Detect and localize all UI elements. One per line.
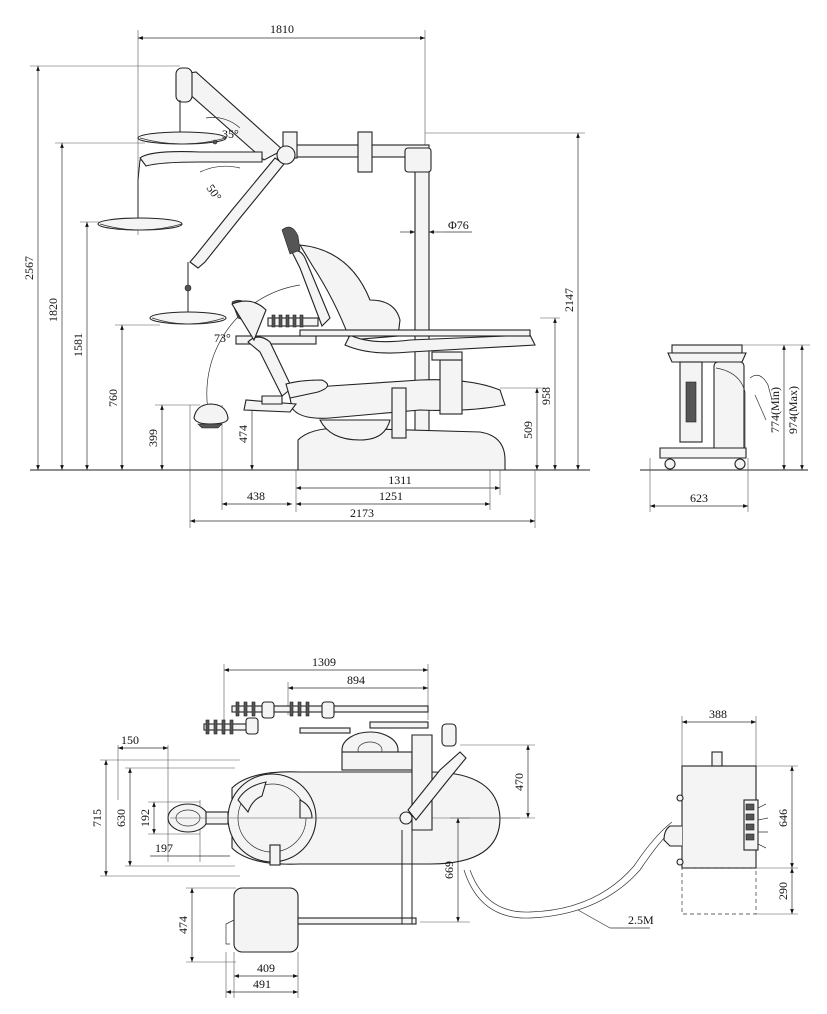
cart-top-view: 388 646 290 [663,707,798,915]
dim-630: 630 [114,809,128,827]
hose-length: 2.5M [628,913,654,927]
dim-894: 894 [347,673,365,687]
dim-474: 474 [236,425,250,443]
dim-1309: 1309 [312,655,336,669]
dim-290: 290 [776,882,790,900]
dim-197: 197 [155,841,173,855]
dim-1311: 1311 [388,473,412,487]
dim-491: 491 [253,977,271,991]
lamp-head-low [149,262,227,325]
angle-73: 73° [214,331,231,345]
hose [463,825,677,919]
dim-774-min: 774(Min) [768,387,782,433]
side-view: 1810 2567 1820 1581 760 399 474 509 958 … [22,22,590,528]
lamp-head-mid [97,159,183,231]
cart-top-plate [671,344,743,354]
lamp-head-top [137,100,227,145]
dim-474-top: 474 [176,916,190,934]
dim-1581: 1581 [71,333,85,357]
dim-974-max: 974(Max) [786,386,800,434]
dim-715: 715 [90,809,104,827]
dim-150: 150 [121,733,139,747]
dim-438: 438 [247,489,265,503]
dim-pole-diameter: Φ76 [448,218,469,232]
dim-2567: 2567 [22,256,36,280]
dim-470: 470 [512,773,526,791]
dim-388: 388 [709,707,727,721]
dim-760: 760 [106,389,120,407]
doctor-stool [233,887,299,953]
dim-509: 509 [521,421,535,439]
angle-50: 50° [204,182,225,204]
cart-side-view: 774(Min) 974(Max) 623 [640,344,810,512]
dim-2147: 2147 [562,288,576,312]
dim-192: 192 [138,809,152,827]
top-view: 1309 894 150 715 630 [90,655,677,998]
dim-958: 958 [539,387,553,405]
backrest-reclined [247,336,293,397]
dim-1820: 1820 [46,298,60,322]
dim-1251: 1251 [379,489,403,503]
dim-2173: 2173 [350,506,374,520]
dim-623: 623 [690,491,708,505]
dim-409: 409 [257,961,275,975]
dim-669: 669 [442,861,456,879]
light-arm [177,71,284,161]
foot-control [193,403,229,425]
dim-399: 399 [146,429,160,447]
dim-1810: 1810 [270,22,294,36]
dim-646: 646 [776,809,790,827]
angle-35: 35° [222,127,239,141]
